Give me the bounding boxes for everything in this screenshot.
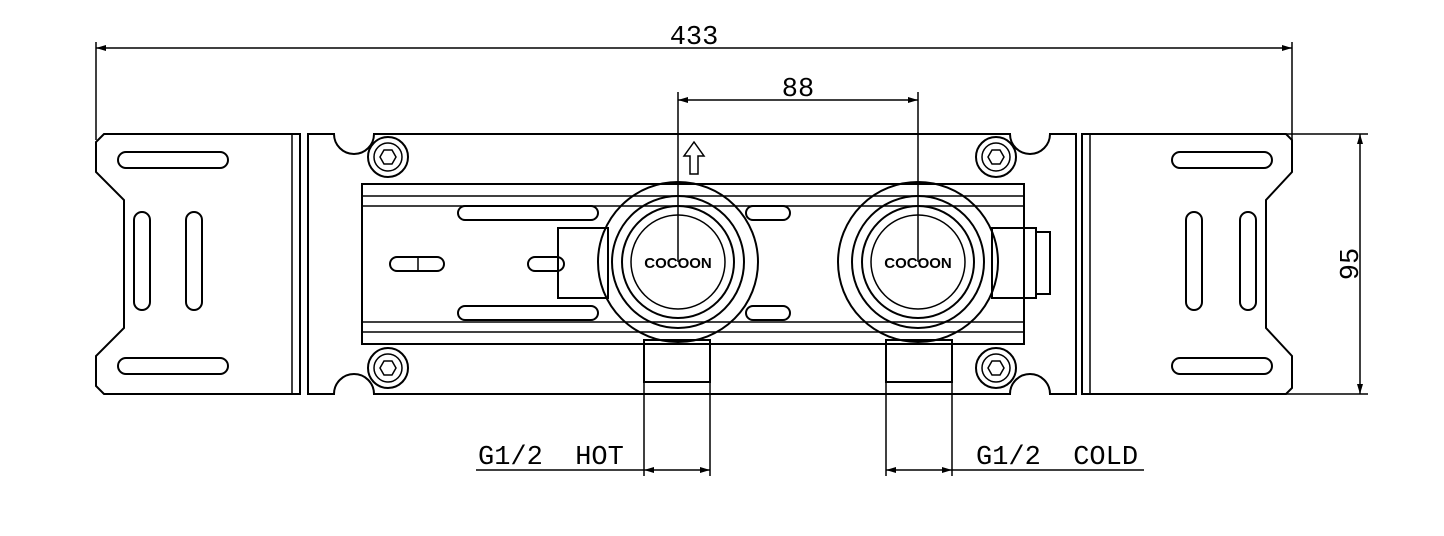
- screw-bottom-left-icon: [367, 347, 409, 389]
- cold-valve-cartridge: COCOON: [837, 181, 999, 383]
- dimension-center-distance: 88: [677, 75, 919, 262]
- cold-valve-brand-label: COCOON: [884, 255, 952, 272]
- dimension-overall-width-label: 433: [670, 23, 719, 53]
- hot-valve-brand-label: COCOON: [644, 255, 712, 272]
- hot-port-label: G1/2 HOT: [478, 443, 624, 473]
- dimension-overall-width: 433: [95, 23, 1293, 140]
- screw-bottom-right-icon: [975, 347, 1017, 389]
- right-mounting-plate: [1081, 133, 1293, 395]
- dimension-center-distance-label: 88: [782, 75, 814, 105]
- hot-port-callout: G1/2 HOT: [476, 382, 711, 476]
- hot-valve-cartridge: COCOON: [597, 181, 759, 383]
- cold-port-label: G1/2 COLD: [976, 443, 1138, 473]
- dimension-height-label: 95: [1337, 248, 1367, 280]
- cold-port-callout: G1/2 COLD: [885, 382, 1144, 476]
- dimension-height: 95: [1280, 133, 1368, 395]
- valve-body-frame: [307, 133, 1077, 395]
- up-arrow-icon: [682, 140, 706, 175]
- screw-top-right-icon: [975, 136, 1017, 178]
- left-mounting-plate: [95, 133, 301, 395]
- screw-top-left-icon: [367, 136, 409, 178]
